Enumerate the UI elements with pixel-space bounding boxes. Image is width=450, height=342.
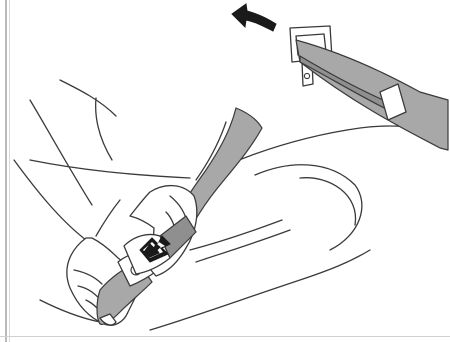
direction-arrow-icon	[232, 4, 276, 31]
lap-belt	[190, 220, 290, 262]
belt-retractor-icon	[290, 26, 448, 150]
